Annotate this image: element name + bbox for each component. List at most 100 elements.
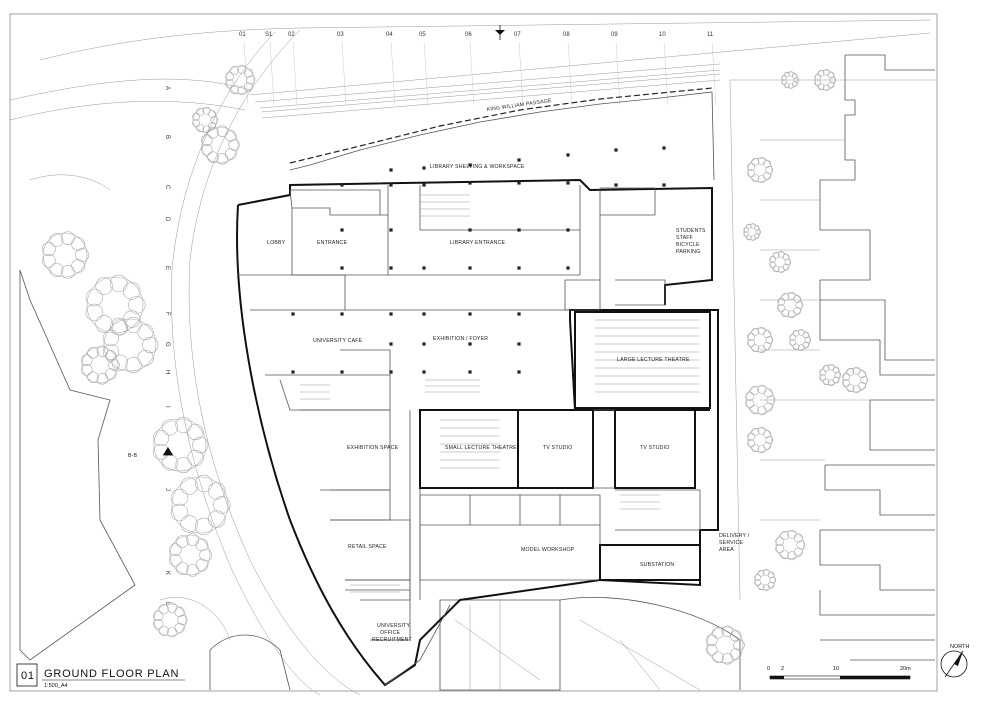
tree-icon	[747, 326, 774, 354]
structural-column	[340, 183, 344, 187]
scale-tick-2: 2	[781, 666, 784, 672]
structural-column	[614, 148, 618, 152]
section-arrow-icon	[163, 447, 173, 455]
grid-column-line	[341, 41, 347, 106]
label-delivery-2: SERVICE	[719, 540, 743, 546]
sheet-border	[9, 13, 938, 692]
label-delivery-1: DELIVERY /	[719, 533, 750, 539]
structural-column	[340, 228, 344, 232]
grid-column-line	[469, 41, 475, 106]
structural-column	[422, 266, 426, 270]
grid-column-label: 04	[386, 32, 393, 38]
structure-fills	[291, 146, 666, 374]
grid-row-label: A	[164, 86, 170, 90]
tree-icon	[743, 223, 761, 241]
structural-column	[340, 266, 344, 270]
grid-column-label: S1	[265, 32, 273, 38]
label-exhibition-foyer: EXHIBITION / FOYER	[433, 336, 488, 342]
grid-row-label: D	[164, 217, 170, 222]
label-large-lecture-theatre: LARGE LECTURE THEATRE	[617, 357, 690, 363]
grid-row-label: I	[164, 406, 170, 408]
scale-tick-10: 10	[833, 666, 839, 672]
furniture	[300, 194, 700, 593]
grid-column-line	[243, 41, 249, 106]
grid-row-label: K	[164, 571, 170, 575]
structural-column	[468, 181, 472, 185]
structural-column	[389, 266, 393, 270]
tree-icon	[81, 345, 120, 385]
scale-bar: 0 2 10 20m	[767, 666, 911, 680]
structural-column	[614, 183, 618, 187]
grid-row-label: H	[164, 370, 170, 374]
grid-column-line	[292, 41, 298, 106]
structural-column	[566, 153, 570, 157]
tree-icon	[85, 274, 146, 336]
structural-column	[389, 312, 393, 316]
structural-column	[291, 370, 295, 374]
tree-icon	[814, 69, 837, 91]
tree-icon	[169, 533, 212, 577]
label-parking-4: PARKING	[676, 249, 700, 255]
tree-icon	[819, 364, 842, 386]
title-block: 01 GROUND FLOOR PLAN 1:500_A4	[16, 663, 185, 689]
structural-column	[566, 266, 570, 270]
grid-column-label: 11	[707, 32, 714, 38]
tree-icon	[170, 474, 231, 536]
grid-column-label: 03	[337, 32, 344, 38]
label-library-shelving: LIBRARY SHELVING & WORKSPACE	[430, 164, 525, 170]
grid-column-label: 05	[419, 32, 426, 38]
structural-column	[468, 342, 472, 346]
tree-icon	[789, 329, 812, 351]
label-small-lecture-theatre: SMALL LECTURE THEATRE	[445, 445, 517, 451]
structural-column	[422, 312, 426, 316]
label-parking-3: BICYCLE	[676, 242, 700, 248]
scale-tick-20: 20m	[900, 666, 911, 672]
structural-column	[468, 266, 472, 270]
structural-column	[566, 228, 570, 232]
trees	[41, 64, 869, 665]
site-context	[9, 19, 935, 696]
label-tv-studio-2: TV STUDIO	[640, 445, 669, 451]
label-retail-space: RETAIL SPACE	[348, 544, 387, 550]
grid-column-line	[567, 41, 573, 106]
label-office-1: UNIVERSITY	[377, 623, 410, 629]
label-office-2: OFFICE	[380, 630, 401, 636]
north-arrow-circle-icon	[940, 650, 968, 678]
grid-column-label: 07	[514, 32, 521, 38]
grid-column-line	[663, 41, 669, 106]
grid-column-label: 02	[288, 32, 295, 38]
grid-column-line	[423, 41, 429, 106]
structural-column	[566, 181, 570, 185]
structural-column	[517, 158, 521, 162]
grid-column-label: 01	[239, 32, 246, 38]
grid-row-label: J	[164, 488, 170, 491]
structural-column	[517, 312, 521, 316]
room-labels: KING WILLIAM PASSAGE LIBRARY SHELVING & …	[267, 98, 750, 643]
structural-column	[291, 312, 295, 316]
tree-icon	[192, 106, 219, 134]
tree-icon	[747, 156, 774, 184]
label-model-workshop: MODEL WORKSHOP	[521, 547, 575, 553]
structural-column	[517, 266, 521, 270]
grid-row-label: E	[164, 266, 170, 270]
grid-row-label: B	[164, 135, 170, 139]
grid-column-line	[615, 41, 621, 106]
grid-row-label: C	[164, 185, 170, 190]
structural-column	[340, 370, 344, 374]
structural-column	[389, 370, 393, 374]
structural-column	[422, 166, 426, 170]
label-parking-1: STUDENTS	[676, 228, 706, 234]
tree-icon	[225, 64, 256, 96]
drawing-number-box	[16, 663, 38, 687]
structural-column	[422, 342, 426, 346]
tree-icon	[102, 316, 159, 374]
structural-column	[340, 312, 344, 316]
grid-row-label: G	[164, 342, 170, 347]
grid-column-label: 08	[563, 32, 570, 38]
label-delivery-3: AREA	[719, 547, 734, 553]
section-marker: B-B	[128, 25, 505, 459]
grid-column-label: 10	[659, 32, 666, 38]
grid-row-label: F	[164, 312, 170, 316]
